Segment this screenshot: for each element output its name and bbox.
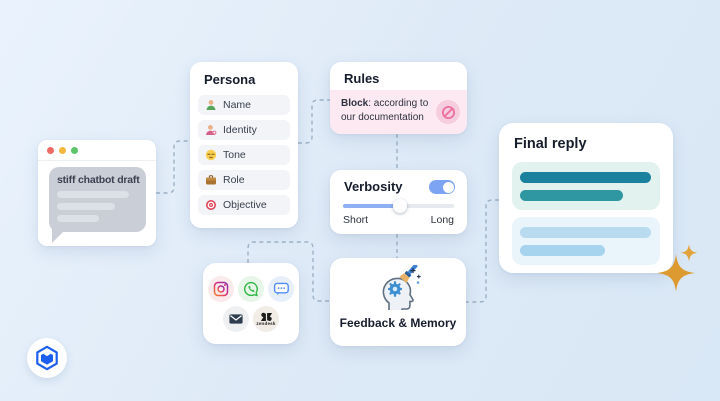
final-reply-card: Final reply [499, 123, 673, 273]
rules-card: Rules Block: according to our documentat… [330, 62, 467, 134]
persona-item-label: Identity [223, 124, 257, 136]
draft-chat-bubble: stiff chatbot draft [49, 167, 146, 243]
head-gear-brush-icon [382, 265, 421, 310]
slider-range-labels: Short Long [343, 214, 454, 226]
feedback-memory-title: Feedback & Memory [339, 316, 457, 330]
smiley-face-icon [205, 149, 217, 161]
person-green-icon [206, 100, 216, 110]
traffic-light-green-icon [71, 146, 78, 154]
persona-item-label: Role [223, 174, 245, 186]
zendesk-wordmark: zendesk [256, 320, 276, 326]
reply-text-bar [520, 227, 651, 238]
channels-card: zendesk [203, 263, 299, 344]
instagram-icon [208, 275, 234, 302]
briefcase-icon [206, 175, 216, 185]
placeholder-line [57, 215, 99, 222]
connector-browser-persona [156, 140, 190, 194]
persona-item-name: Name [198, 95, 290, 115]
persona-card: Persona Name Identity Tone [190, 62, 298, 228]
reply-text-bar [520, 172, 651, 183]
hexagon-box-logo [27, 338, 67, 378]
persona-item-objective: Objective [198, 195, 290, 215]
persona-item-identity: Identity [198, 120, 290, 140]
channels-row-bottom: zendesk [223, 305, 279, 332]
rules-block-text: Block: according to our documentation [341, 98, 429, 123]
traffic-light-yellow-icon [59, 146, 66, 154]
browser-window: stiff chatbot draft [38, 140, 156, 246]
no-entry-icon [436, 100, 460, 124]
channels-row-top [208, 275, 294, 302]
placeholder-line [57, 191, 129, 198]
rules-block-keyword: Block [341, 98, 369, 109]
persona-item-tone: Tone [198, 145, 290, 165]
placeholder-line [57, 203, 115, 210]
reply-text-bar [520, 245, 605, 256]
persona-item-label: Objective [223, 199, 267, 211]
slider-knob[interactable] [392, 199, 407, 213]
reply-message-blue [512, 217, 660, 265]
target-icon [206, 200, 216, 210]
verbosity-card: Verbosity Short Long [330, 170, 467, 234]
rules-block-highlight: Block: according to our documentation [330, 90, 467, 134]
verbosity-toggle[interactable] [429, 180, 455, 194]
reply-message-teal [512, 162, 660, 210]
slider-min-label: Short [343, 214, 369, 226]
draft-bubble-text: stiff chatbot draft [57, 174, 140, 186]
connector-final-feedback [466, 199, 499, 303]
slider-fill [343, 204, 400, 208]
verbosity-title: Verbosity [344, 179, 403, 194]
persona-title: Persona [204, 72, 256, 87]
verbosity-slider[interactable] [343, 199, 454, 213]
whatsapp-icon [238, 275, 264, 302]
final-reply-title: Final reply [514, 136, 587, 152]
traffic-light-red-icon [47, 146, 54, 154]
feedback-memory-card: Feedback & Memory [330, 258, 466, 346]
persona-item-label: Tone [223, 149, 246, 161]
reply-text-bar [520, 190, 623, 201]
person-pink-icon [206, 125, 217, 135]
connector-persona-rules [298, 99, 330, 144]
sparkle-icon [657, 244, 698, 292]
persona-item-label: Name [223, 99, 252, 111]
email-icon [223, 305, 249, 332]
toggle-knob[interactable] [442, 181, 454, 193]
persona-item-role: Role [198, 170, 290, 190]
chat-bubble-icon [268, 275, 294, 302]
slider-max-label: Long [430, 214, 454, 226]
zendesk-icon: zendesk [253, 305, 279, 332]
browser-titlebar [38, 140, 156, 161]
rules-title: Rules [344, 71, 380, 86]
